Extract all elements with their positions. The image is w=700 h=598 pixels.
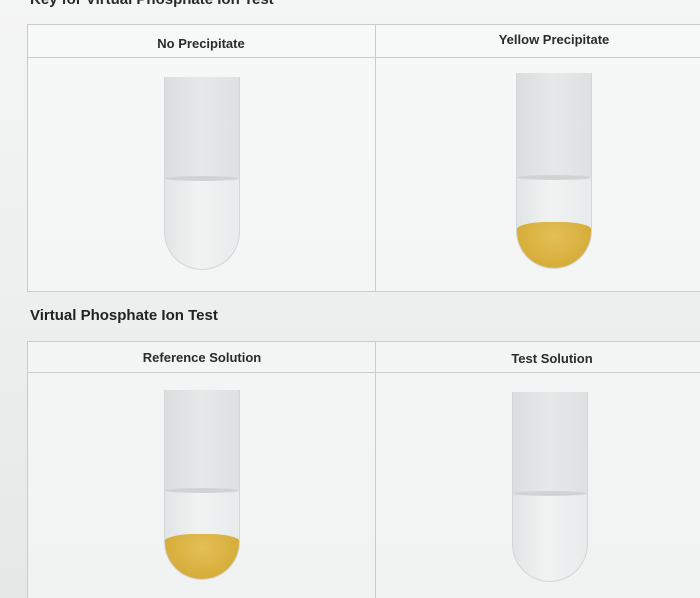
key-table: No Precipitate Yellow Precipitate [27,24,700,292]
tube-air-space [517,73,591,177]
yellow-precipitate [517,222,591,268]
key-tube-no-precipitate [164,77,240,270]
test-label-reference-solution: Reference Solution [142,350,262,365]
tube-meniscus [165,176,239,181]
key-table-header-line [28,57,700,58]
test-table-header-line [28,372,700,373]
tube-air-space [513,392,587,493]
key-tube-yellow-precipitate [516,73,592,269]
yellow-precipitate [165,534,239,579]
test-label-test-solution: Test Solution [511,351,593,366]
tube-meniscus [165,488,239,493]
key-heading: Key for Virtual Phosphate Ion Test [30,0,274,8]
tube-meniscus [517,175,591,180]
reference-solution-tube [164,390,240,580]
tube-air-space [165,390,239,490]
test-solution-tube [512,392,588,582]
key-label-yellow-precipitate: Yellow Precipitate [498,32,610,47]
key-table-divider [375,25,376,291]
tube-meniscus [513,491,587,496]
test-table-divider [375,342,376,598]
test-section-title: Virtual Phosphate Ion Test [30,307,218,324]
key-label-no-precipitate: No Precipitate [157,36,245,51]
tube-air-space [165,77,239,178]
test-table: Reference Solution Test Solution [27,341,700,598]
